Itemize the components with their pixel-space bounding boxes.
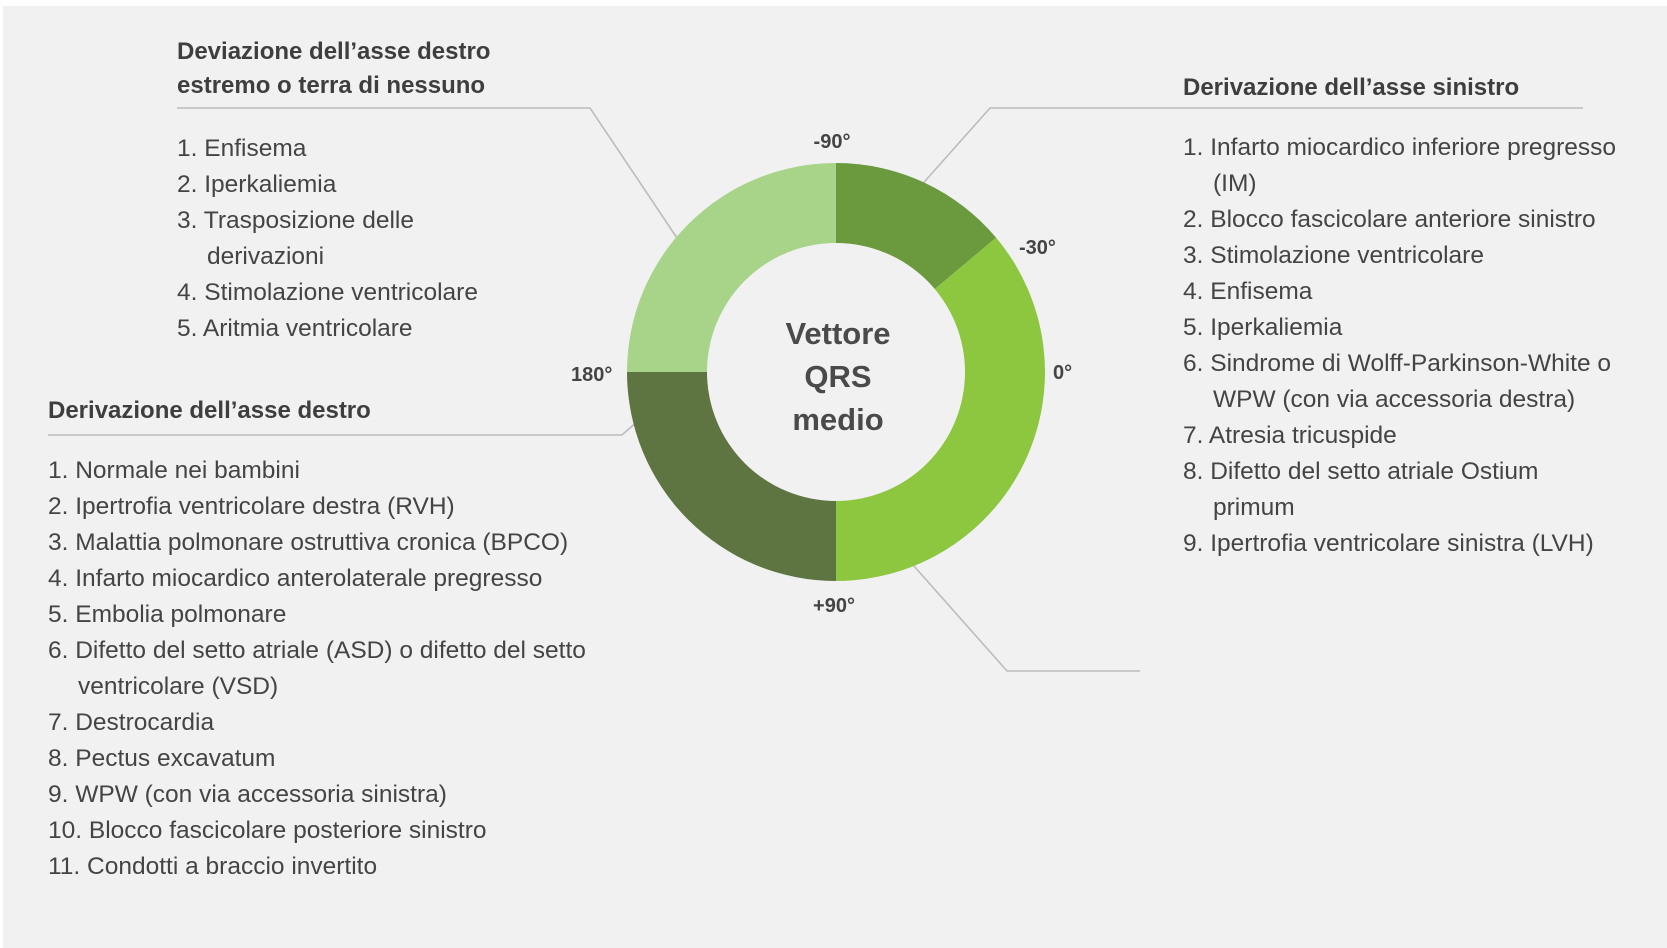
list-item: 1. Normale nei bambini (48, 457, 300, 484)
angle-label-plus90: +90° (813, 595, 855, 617)
list-item: 6. Sindrome di Wolff-Parkinson-White o W… (1183, 350, 1612, 413)
center-label-line3: medio (792, 402, 883, 437)
list-item: 2. Blocco fascicolare anteriore sinistro (1183, 206, 1596, 233)
extreme-axis-title-line2: estremo o terra di nessuno (177, 72, 486, 99)
list-item: 9. Ipertrofia ventricolare sinistra (LVH… (1183, 530, 1594, 557)
left-axis-title: Derivazione dell’asse sinistro (1183, 71, 1519, 105)
center-label-line2: QRS (804, 359, 871, 394)
angle-label-0: 0° (1053, 362, 1072, 384)
list-item: 3. Trasposizione delle derivazioni (177, 207, 414, 270)
list-item: 10. Blocco fascicolare posteriore sinist… (48, 817, 487, 844)
right-axis-list: 1. Normale nei bambini 2. Ipertrofia ven… (48, 453, 668, 885)
list-item: 5. Embolia polmonare (48, 601, 287, 628)
list-item: 9. WPW (con via accessoria sinistra) (48, 781, 447, 808)
list-item: 1. Infarto miocardico inferiore pregress… (1183, 134, 1617, 197)
left-axis-title-line1: Derivazione dell’asse sinistro (1183, 74, 1520, 101)
list-item: 2. Iperkaliemia (177, 171, 337, 198)
list-item: 4. Infarto miocardico anterolaterale pre… (48, 565, 543, 592)
list-item: 4. Enfisema (1183, 278, 1313, 305)
extreme-axis-title: Deviazione dell’asse destro estremo o te… (177, 35, 490, 103)
list-item: 5. Aritmia ventricolare (177, 315, 413, 342)
list-item: 8. Pectus excavatum (48, 745, 276, 772)
angle-label-180: 180° (571, 364, 612, 386)
list-item: 7. Destrocardia (48, 709, 215, 736)
list-item: 7. Atresia tricuspide (1183, 422, 1397, 449)
left-axis-list: 1. Infarto miocardico inferiore pregress… (1183, 130, 1623, 562)
connector-extreme-axis (177, 107, 678, 239)
right-axis-title: Derivazione dell’asse destro (48, 394, 371, 428)
list-item: 5. Iperkaliemia (1183, 314, 1343, 341)
list-item: 4. Stimolazione ventricolare (177, 279, 478, 306)
list-item: 11. Condotti a braccio invertito (48, 853, 378, 880)
connector-left-axis-lower (897, 547, 1140, 672)
extreme-axis-title-line1: Deviazione dell’asse destro (177, 38, 491, 65)
list-item: 1. Enfisema (177, 135, 307, 162)
center-label-line1: Vettore (785, 316, 890, 351)
connector-left-axis (909, 107, 1583, 199)
list-item: 2. Ipertrofia ventricolare destra (RVH) (48, 493, 455, 520)
list-item: 3. Malattia polmonare ostruttiva cronica… (48, 529, 569, 556)
donut-hole (707, 243, 965, 501)
list-item: 6. Difetto del setto atriale (ASD) o dif… (48, 637, 586, 700)
extreme-axis-list: 1. Enfisema 2. Iperkaliemia 3. Trasposiz… (177, 131, 617, 347)
right-axis-title-line1: Derivazione dell’asse destro (48, 397, 371, 424)
angle-label-minus90: -90° (814, 131, 851, 153)
list-item: 3. Stimolazione ventricolare (1183, 242, 1484, 269)
list-item: 8. Difetto del setto atriale Ostium prim… (1183, 458, 1539, 521)
angle-label-minus30: -30° (1019, 237, 1056, 259)
